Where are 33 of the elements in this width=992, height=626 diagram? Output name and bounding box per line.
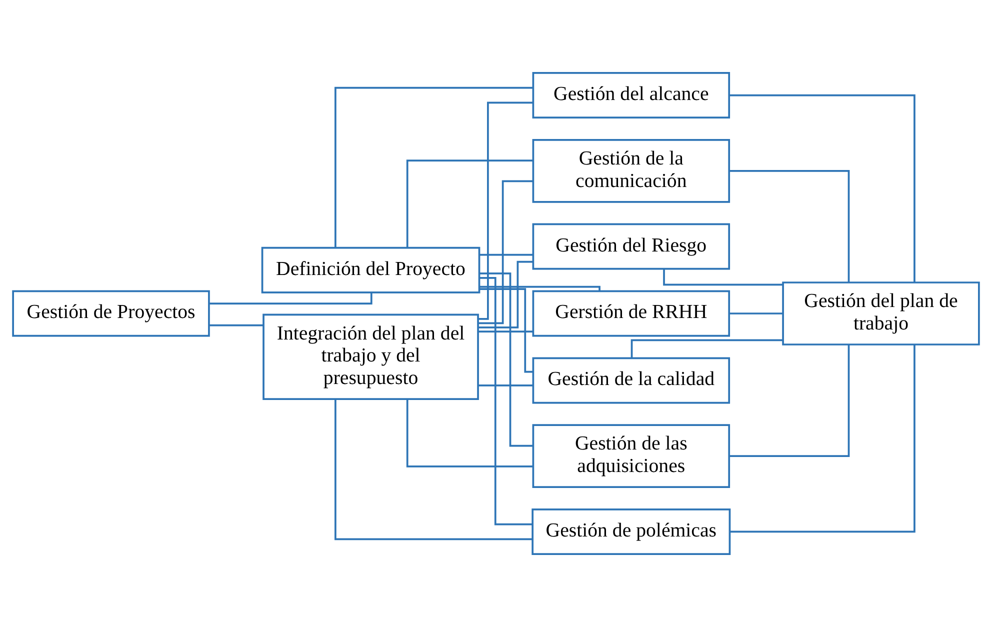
node-box: Gestión del alcance (532, 72, 730, 118)
connector (334, 398, 532, 540)
connector (479, 253, 534, 256)
connector (729, 94, 916, 282)
connector (406, 398, 533, 467)
node-box: Gerstión de RRHH (532, 290, 730, 336)
connector (729, 312, 783, 314)
connector (729, 169, 850, 282)
node-box: Gestión de las adquisiciones (532, 424, 730, 488)
connector (478, 260, 533, 328)
connector (479, 285, 600, 290)
connector (478, 180, 533, 324)
connector (729, 344, 850, 457)
connector (480, 288, 534, 372)
connector (209, 324, 264, 326)
node-box: Integración del plan del trabajo y del presupuesto (262, 313, 479, 400)
connector (480, 276, 532, 525)
node-box: Gestión de la calidad (532, 356, 730, 404)
node-box: Gestión del Riesgo (532, 222, 730, 270)
connector (209, 292, 372, 304)
connector (478, 330, 534, 332)
connector (334, 86, 534, 248)
connector (630, 338, 783, 358)
node-box: Gestión de la comunicación (532, 138, 730, 202)
connector (479, 272, 533, 446)
node-box: Gestión del plan de trabajo (782, 281, 980, 345)
connector (478, 384, 534, 386)
connector (478, 101, 533, 320)
node-box: Definición del Proyecto (261, 246, 480, 293)
node-box: Gestión de Proyectos (12, 290, 210, 336)
node-box: Gestión de polémicas (532, 508, 731, 554)
connector (406, 159, 533, 247)
connector (730, 344, 916, 532)
